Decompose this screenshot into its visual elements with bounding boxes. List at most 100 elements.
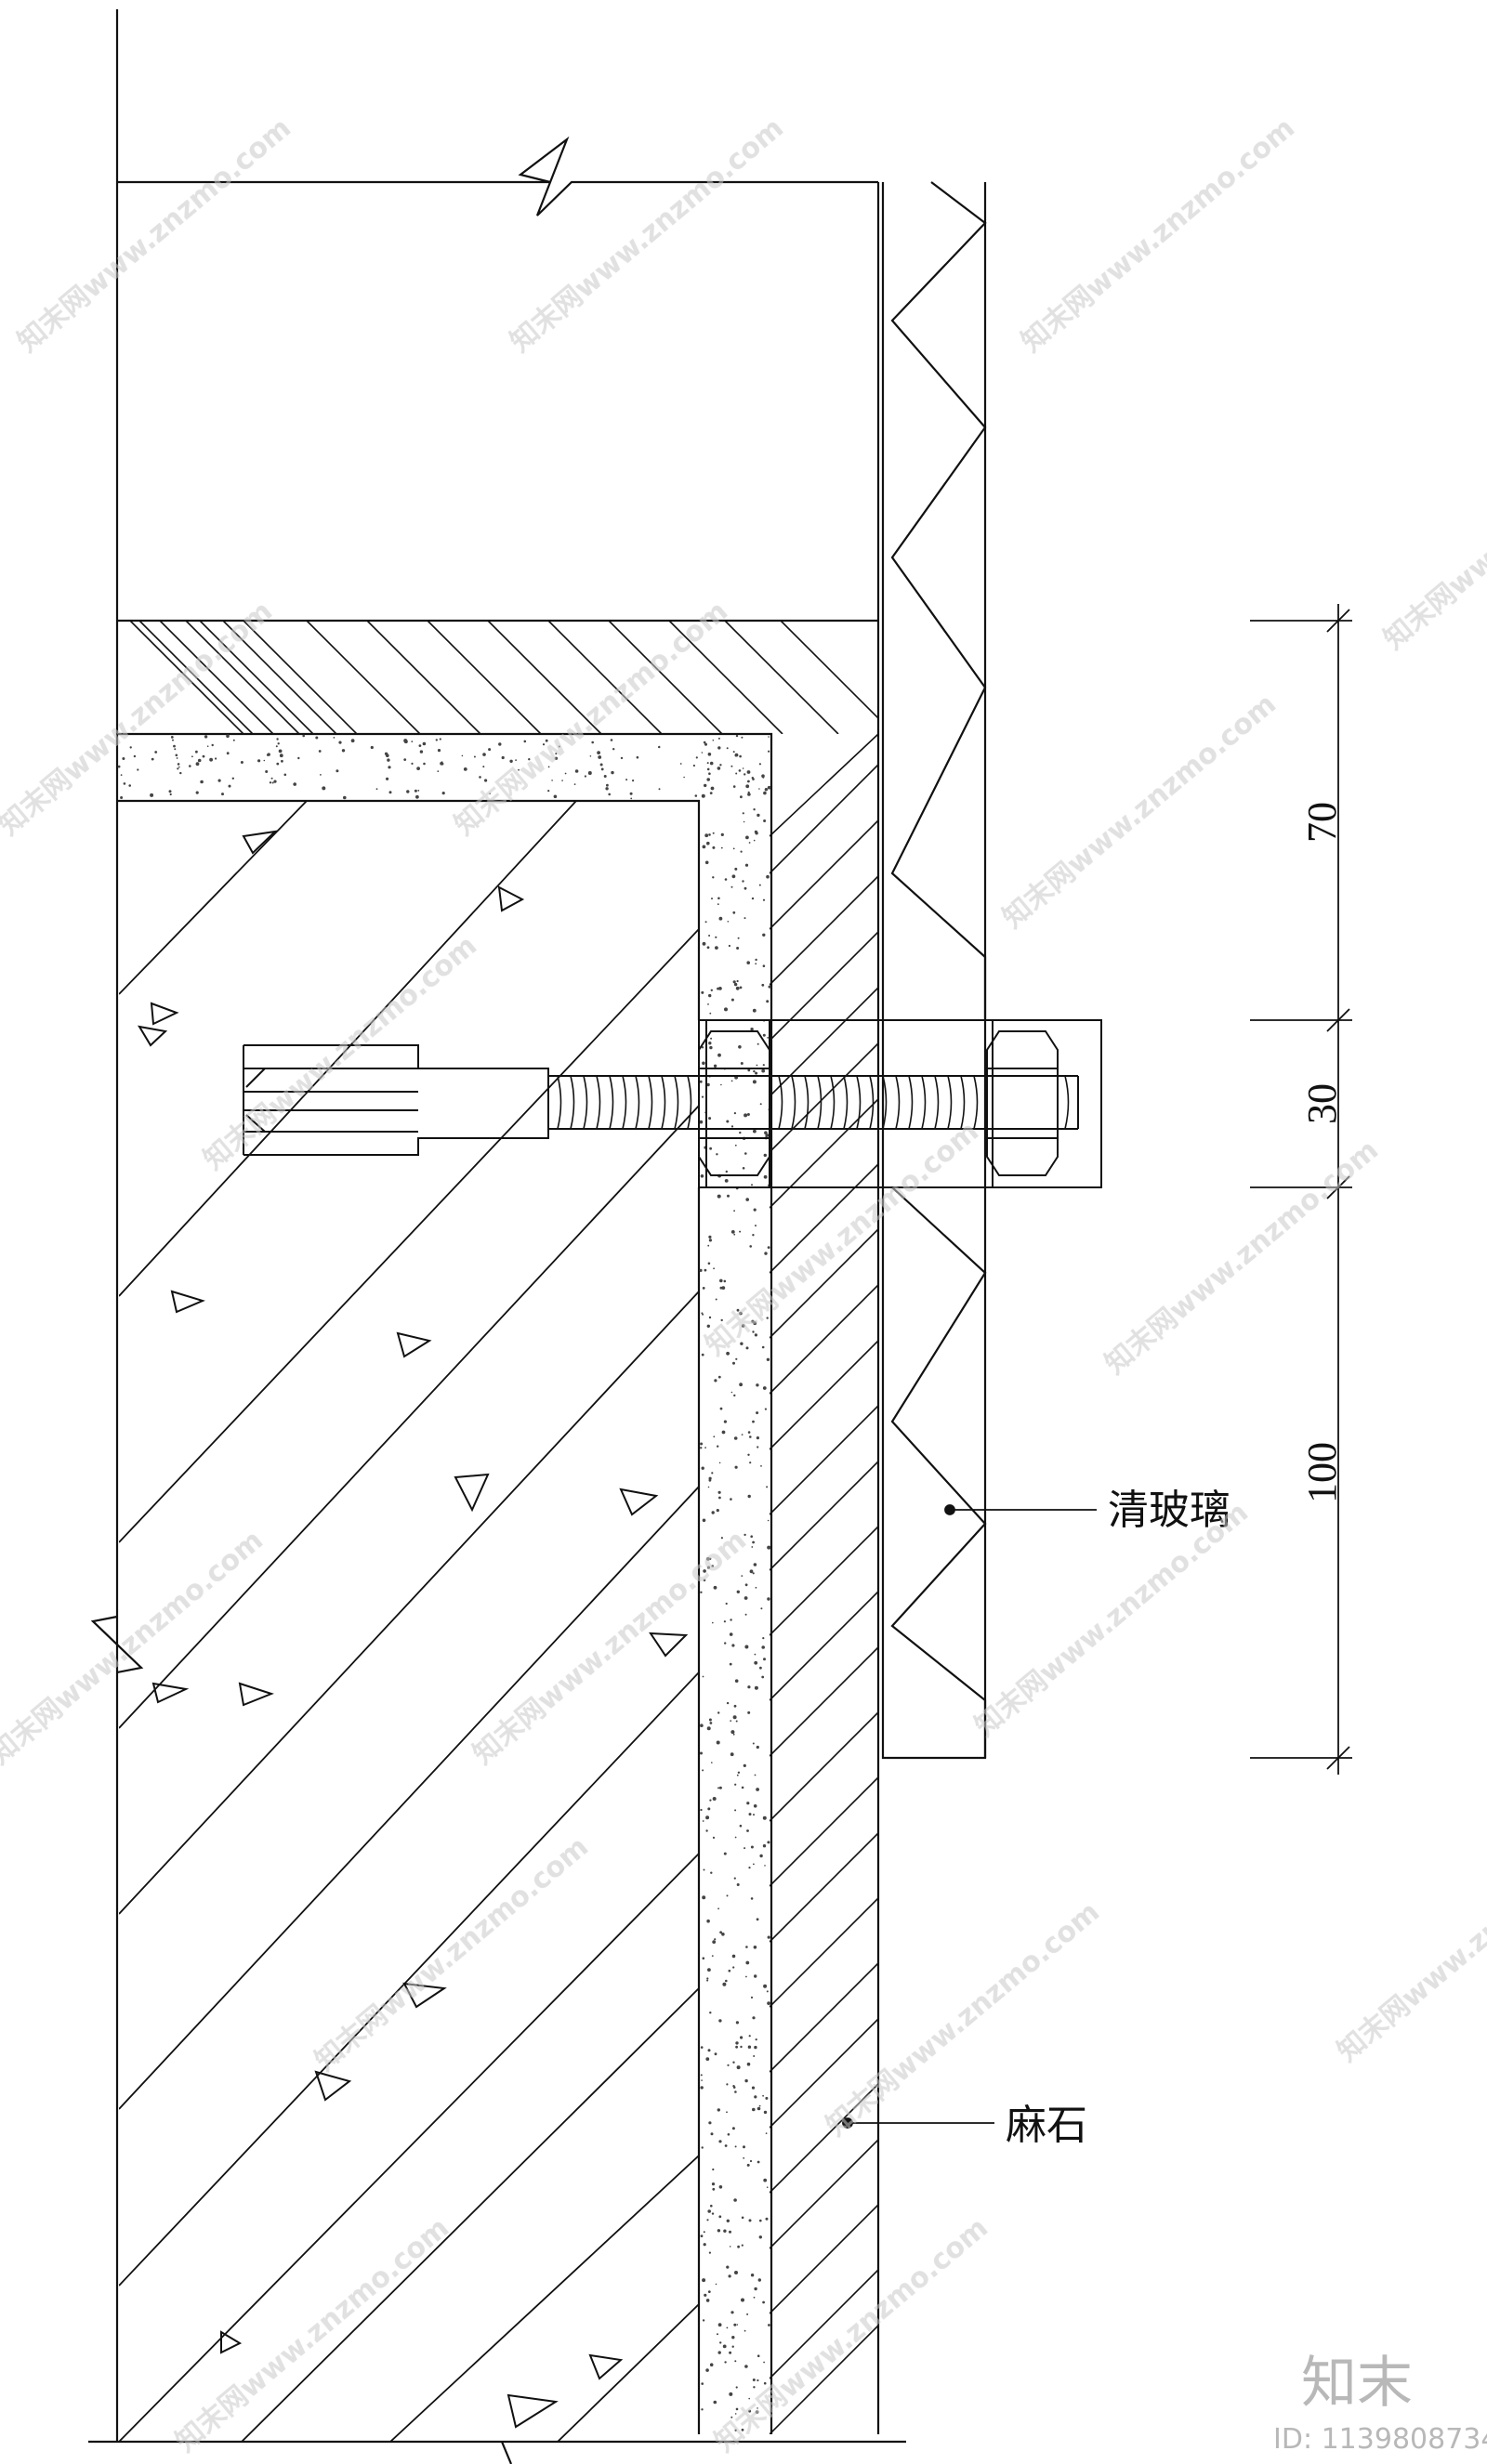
speckle-dot <box>763 2178 768 2182</box>
speckle-dot <box>737 1771 741 1775</box>
speckle-dot <box>705 1829 708 1832</box>
speckle-dot <box>763 1658 766 1661</box>
thread-ridge <box>921 1075 927 1130</box>
speckle-dot <box>753 1814 755 1816</box>
speckle-dot <box>708 1476 712 1480</box>
speckle-dot <box>720 832 724 837</box>
speckle-dot <box>707 1262 711 1265</box>
speckle-dot <box>515 759 517 761</box>
speckle-dot <box>711 1511 715 1514</box>
speckle-dot <box>632 780 635 782</box>
speckle-dot <box>708 1316 712 1319</box>
speckle-dot <box>741 2298 744 2302</box>
speckle-dot <box>232 739 235 741</box>
speckle-dot <box>170 736 174 739</box>
speckle-dot <box>709 2363 714 2366</box>
speckle-dot <box>711 2212 715 2215</box>
speckle-dot <box>730 885 733 888</box>
speckle-dot <box>545 739 548 742</box>
speckle-dot <box>750 1535 753 1538</box>
speckle-dot <box>700 2086 704 2090</box>
speckle-dot <box>710 1871 713 1874</box>
speckle-dot <box>747 2045 752 2049</box>
speckle-dot <box>765 2096 769 2100</box>
speckle-dot <box>751 2086 756 2090</box>
speckle-dot <box>702 1313 704 1316</box>
speckle-dot <box>750 1028 754 1031</box>
speckle-dot <box>715 2283 717 2286</box>
speckle-dot <box>732 1715 737 1720</box>
speckle-dot <box>744 886 747 890</box>
speckle-dot <box>760 1607 763 1610</box>
speckle-dot <box>747 1453 750 1457</box>
speckle-dot <box>417 790 420 792</box>
speckle-dot <box>746 1802 750 1805</box>
speckle-dot <box>735 734 739 738</box>
speckle-dot <box>226 752 230 755</box>
speckle-dot <box>744 863 749 867</box>
speckle-dot <box>713 1267 715 1270</box>
speckle-dot <box>350 739 355 743</box>
speckle-dot <box>747 791 750 793</box>
speckle-dot <box>724 1179 729 1183</box>
speckle-dot <box>717 903 719 906</box>
thread-ridge <box>856 1075 862 1130</box>
speckle-dot <box>732 2061 735 2064</box>
speckle-dot <box>723 1420 728 1423</box>
speckle-dot <box>749 2159 753 2163</box>
speckle-dot <box>708 833 711 836</box>
speckle-dot <box>753 1129 757 1134</box>
speckle-dot <box>768 736 770 738</box>
speckle-dot <box>175 754 178 757</box>
watermark-text: 知末网www.znzmo.com <box>505 111 790 359</box>
thread-ridge <box>596 1075 601 1130</box>
stone-leader <box>842 2117 994 2129</box>
speckle-dot <box>191 755 193 758</box>
speckle-dot <box>764 1252 768 1255</box>
speckle-dot <box>707 1486 710 1488</box>
speckle-dot <box>744 917 746 920</box>
speckle-dot <box>722 2344 727 2349</box>
speckle-dot <box>703 1868 705 1871</box>
speckle-dot <box>711 1565 714 1567</box>
speckle-dot <box>729 2246 731 2248</box>
speckle-dot <box>718 987 722 990</box>
speckle-dot <box>747 780 750 783</box>
speckle-dot <box>750 1845 754 1849</box>
speckle-dot <box>277 742 280 745</box>
speckle-dot <box>498 742 502 746</box>
speckle-dot <box>727 1194 730 1198</box>
thread-ridge <box>895 1075 901 1130</box>
render-outer <box>117 732 773 2434</box>
speckle-dot <box>730 998 734 1002</box>
speckle-dot <box>746 2062 751 2066</box>
speckle-dot <box>723 1852 727 1855</box>
slab-top-line <box>117 136 878 216</box>
speckle-dot <box>725 1602 728 1606</box>
speckle-dot <box>276 738 279 741</box>
speckle-dot <box>762 1386 767 1390</box>
speckle-dot <box>747 1685 751 1689</box>
speckle-dot <box>735 1357 738 1360</box>
speckle-dot <box>708 1117 712 1121</box>
speckle-dot <box>710 786 715 791</box>
speckle-dot <box>708 2121 712 2125</box>
speckle-dot <box>658 745 661 749</box>
speckle-dot <box>744 1613 747 1616</box>
speckle-dot <box>416 767 420 770</box>
speckle-dot <box>713 1435 716 1438</box>
speckle-dot <box>734 867 738 871</box>
speckle-dot <box>726 2219 730 2222</box>
speckle-dot <box>763 2110 768 2115</box>
speckle-dot <box>759 1854 763 1858</box>
speckle-dot <box>712 2187 716 2191</box>
speckle-dot <box>757 2160 760 2164</box>
speckle-dot <box>120 774 123 776</box>
watermark-text: 知末网www.znzmo.com <box>1378 409 1487 656</box>
speckle-dot <box>749 1569 754 1574</box>
speckle-dot <box>753 808 756 811</box>
speckle-dot <box>605 787 609 791</box>
speckle-dot <box>755 1071 758 1075</box>
speckle-dot <box>293 782 297 786</box>
speckle-dot <box>734 2413 737 2415</box>
